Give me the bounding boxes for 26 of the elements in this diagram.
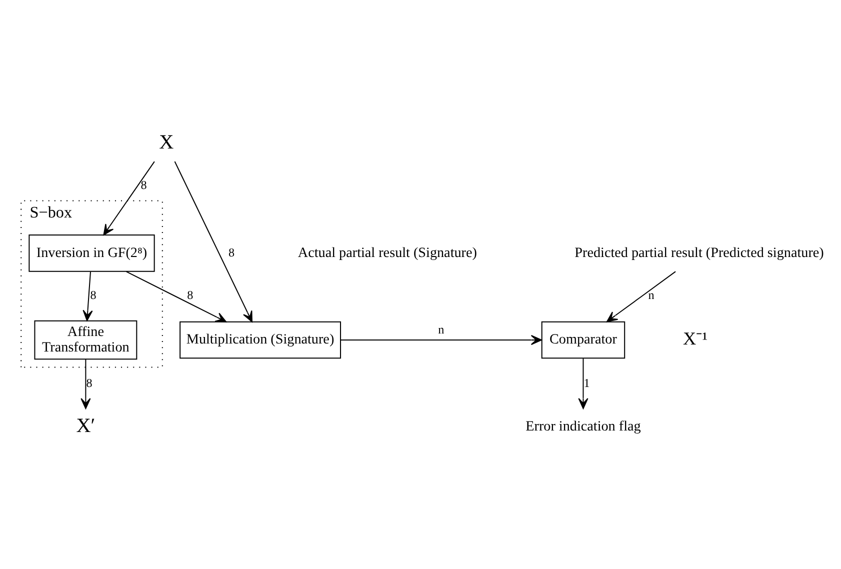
arrow [578,358,588,409]
node-box: Inversion in GF(2⁸) [28,234,154,272]
node-box: Comparator [540,320,625,358]
edge-label: 8 [86,376,92,390]
arrow [102,160,154,235]
edge-label: 8 [186,288,193,302]
arrow [126,270,226,322]
edge-label: 8 [228,244,234,259]
node-text: Predicted partial result (Predicted signature) [574,244,824,260]
arrow [80,358,90,409]
edge-label: n [438,322,444,336]
arrow [174,160,252,322]
arrow [340,334,542,345]
arrow [606,270,676,322]
edge-label: n [648,288,654,302]
edge-label: 8 [140,178,146,192]
edge-label: 8 [90,288,96,302]
node-text: Error indication flag [525,418,640,434]
label: Actual partial result (Signature) [297,244,476,260]
node-text: X′ [76,414,95,436]
label: X⁻¹ [682,328,708,348]
node-box: Affine Transformation [34,320,137,360]
node-text: X [158,130,174,153]
node-box: Multiplication (Signature) [179,320,341,358]
arrow [82,271,92,321]
edge-label: 1 [583,376,590,390]
